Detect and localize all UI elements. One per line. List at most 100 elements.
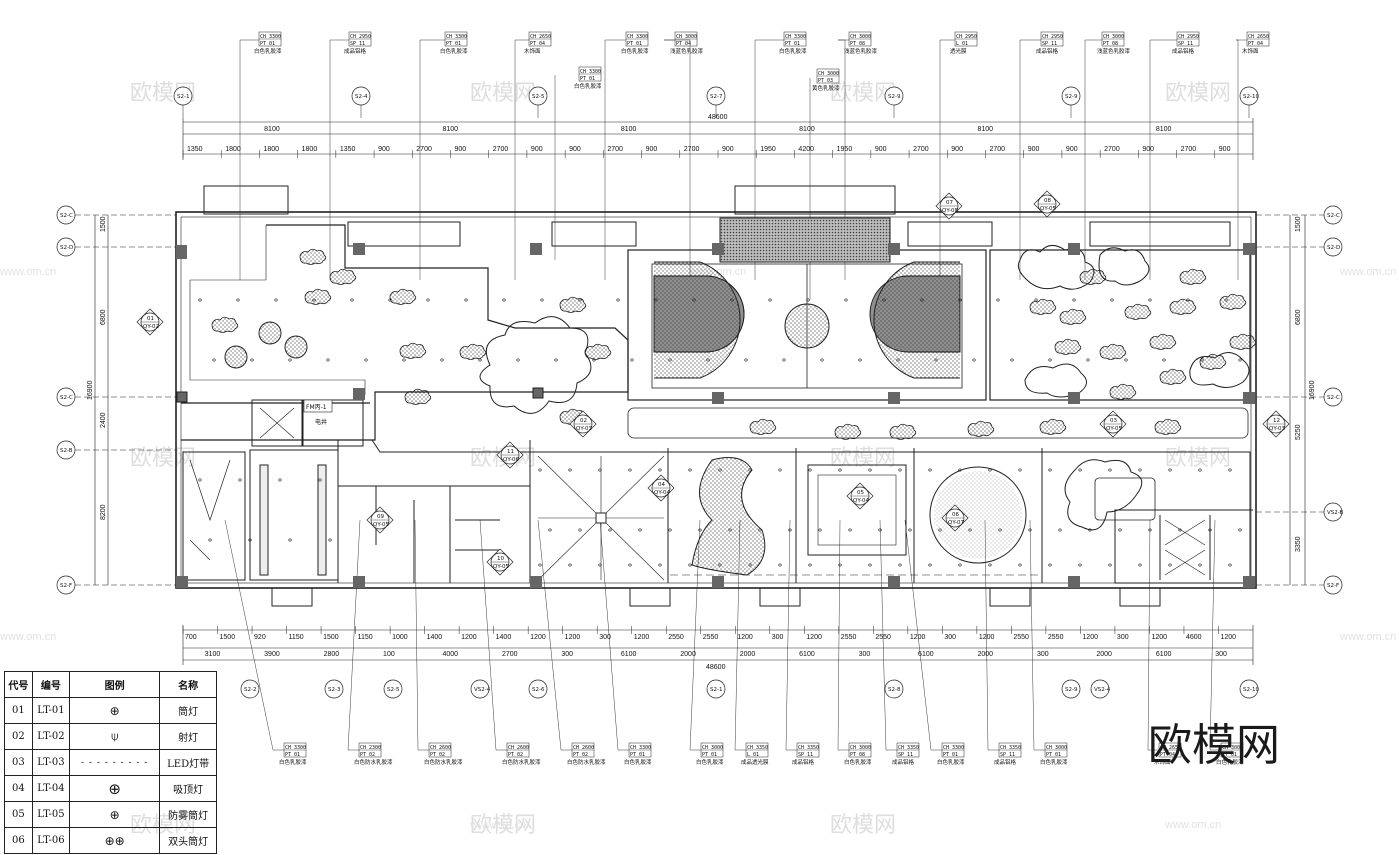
downlight-symbol — [996, 298, 1000, 302]
svg-text:白色乳胶漆: 白色乳胶漆 — [574, 82, 602, 90]
svg-text:PT 04: PT 04 — [1160, 752, 1175, 758]
downlight-symbol — [1058, 528, 1062, 532]
legend-id: LT-04 — [31, 775, 71, 802]
downlight-symbol — [868, 468, 872, 472]
span-dimension: 6100 — [1156, 651, 1172, 658]
cloud-ceiling-panel — [559, 296, 587, 313]
svg-text:S2-8: S2-8 — [888, 687, 901, 693]
svg-text:S2-C: S2-C — [60, 213, 73, 219]
svg-text:QY-03: QY-03 — [1269, 426, 1286, 432]
left-dimension: 1500 — [100, 216, 107, 232]
legend-header-id: 编号 — [31, 671, 71, 698]
downlight-symbol — [638, 528, 642, 532]
svg-text:PT 01: PT 01 — [627, 41, 642, 47]
span-dimension: 6100 — [621, 651, 637, 658]
axis-bubble-bottom: S2-10 — [1239, 679, 1259, 699]
svg-text:CH 3000: CH 3000 — [850, 745, 871, 751]
downlight-symbol — [1118, 528, 1122, 532]
downlight-symbol — [598, 563, 602, 567]
cloud-ceiling-panel — [399, 342, 427, 359]
downlight-symbol — [578, 298, 582, 302]
cloud-ceiling-panel — [1199, 353, 1227, 370]
downlight-symbol — [988, 468, 992, 472]
legend-name: 射灯 — [159, 723, 217, 750]
svg-text:QY-05: QY-05 — [373, 522, 390, 528]
svg-text:VS2-B: VS2-B — [1327, 510, 1344, 516]
downlight-symbol — [1138, 563, 1142, 567]
downlight-symbol — [628, 468, 632, 472]
cloud-ceiling-panel — [1219, 293, 1247, 310]
downlight-symbol — [288, 358, 292, 362]
cloud-ceiling-panel — [584, 343, 612, 360]
cloud-ceiling-panel — [1124, 303, 1152, 320]
downlight-symbol — [198, 478, 202, 482]
downlight-symbol — [312, 298, 316, 302]
svg-text:04: 04 — [658, 482, 665, 488]
detail-dimension: 300 — [599, 634, 611, 641]
svg-text:S2-9: S2-9 — [888, 94, 901, 100]
downlight-symbol — [758, 528, 762, 532]
svg-text:CH 2950: CH 2950 — [956, 34, 977, 40]
svg-text:PT 01: PT 01 — [630, 752, 645, 758]
svg-text:白色乳胶漆: 白色乳胶漆 — [1040, 758, 1068, 766]
svg-text:CH 3000: CH 3000 — [850, 34, 871, 40]
detail-dimension: 700 — [185, 634, 197, 641]
detail-dimension: 900 — [1219, 146, 1231, 153]
downlight-symbol — [538, 468, 542, 472]
svg-text:S2-D: S2-D — [60, 245, 73, 251]
svg-text:浅蓝色乳胶漆: 浅蓝色乳胶漆 — [1097, 47, 1131, 55]
svg-text:S2-C: S2-C — [1327, 395, 1340, 401]
detail-dimension: 900 — [569, 146, 581, 153]
detail-dimension: 2700 — [990, 146, 1006, 153]
span-dimension: 2000 — [680, 651, 696, 658]
downlight-symbol — [1110, 298, 1114, 302]
legend-row: 04 LT-04 ⊕ 吸顶灯 — [4, 775, 217, 802]
svg-text:PT 02: PT 02 — [430, 752, 445, 758]
svg-text:浅蓝色乳胶漆: 浅蓝色乳胶漆 — [670, 47, 704, 55]
svg-text:成品铝格: 成品铝格 — [344, 47, 367, 55]
svg-text:QY-02: QY-02 — [143, 324, 159, 330]
svg-text:S2-1: S2-1 — [177, 94, 189, 100]
legend-code: 01 — [4, 697, 33, 724]
downlight-symbol — [788, 528, 792, 532]
side-dimension-values: 1500680016900240082001500680016900525033… — [87, 216, 1316, 552]
downlight-symbol — [538, 563, 542, 567]
svg-text:www.om.cn: www.om.cn — [1339, 631, 1396, 643]
downlight-symbol — [808, 468, 812, 472]
detail-dimension: 1200 — [979, 634, 995, 641]
svg-text:PT 04: PT 04 — [530, 41, 545, 47]
svg-text:CH 2950: CH 2950 — [1042, 34, 1063, 40]
downlight-symbol — [608, 528, 612, 532]
downlight-symbol — [208, 538, 212, 542]
downlight-symbol — [388, 298, 392, 302]
svg-text:QY-03: QY-03 — [576, 426, 593, 432]
svg-text:SP 11: SP 11 — [898, 752, 913, 758]
legend-code: 04 — [4, 775, 33, 802]
bay-dimension: 8100 — [443, 126, 459, 133]
svg-text:PT 02: PT 02 — [573, 752, 588, 758]
detail-dimension: 2700 — [493, 146, 509, 153]
detail-dimension: 900 — [951, 146, 963, 153]
cloud-ceiling-panel — [1179, 268, 1207, 285]
downlight-symbol — [658, 468, 662, 472]
detail-dimension: 300 — [1117, 634, 1129, 641]
downlight-symbol — [838, 468, 842, 472]
watermark-logo: 欧模网 — [1148, 720, 1280, 771]
svg-text:CH 2650: CH 2650 — [1160, 745, 1181, 751]
svg-text:PT 08: PT 08 — [850, 752, 865, 758]
downlight-symbol — [288, 538, 292, 542]
downlight-symbol — [598, 468, 602, 472]
legend-id: LT-03 — [31, 749, 71, 776]
axis-bubble-top: S2-7 — [706, 86, 726, 106]
svg-text:SP 11: SP 11 — [1178, 41, 1193, 47]
svg-text:浅蓝色乳胶漆: 浅蓝色乳胶漆 — [844, 47, 878, 55]
